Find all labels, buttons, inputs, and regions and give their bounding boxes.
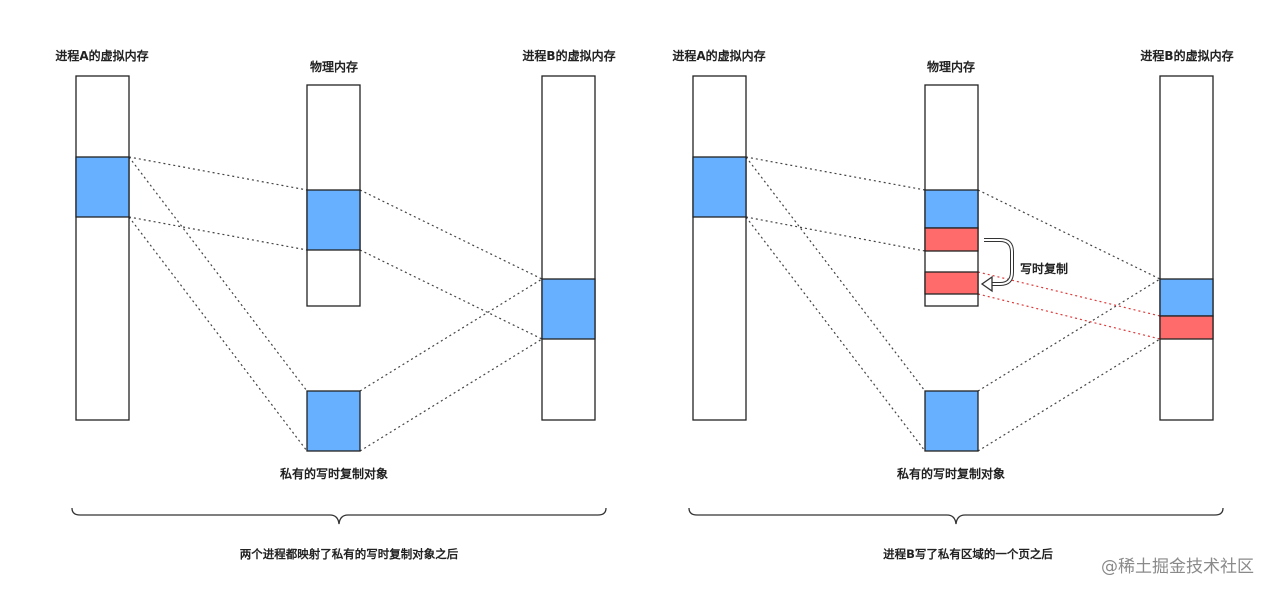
- right-process-a-shared-page: [692, 156, 747, 218]
- right-process-a-memory: [692, 75, 747, 421]
- right-panel: [688, 75, 1224, 525]
- left-process-b-shared-page: [541, 278, 596, 340]
- left-caption: 两个进程都映射了私有的写时复制对象之后: [239, 547, 459, 561]
- right-label-copy-on-write: 写时复制: [1019, 262, 1069, 276]
- right-caption: 进程B写了私有区域的一个页之后: [883, 547, 1053, 561]
- right-physical-copied-page: [924, 271, 979, 295]
- left-cow-object: [306, 390, 361, 452]
- left-label-physical-memory: 物理内存: [309, 60, 359, 74]
- left-brace: [71, 507, 607, 525]
- right-label-process-b: 进程B的虚拟内存: [1140, 49, 1234, 63]
- right-physical-original-page: [924, 227, 979, 252]
- cow-arrow-inner: [984, 239, 1013, 285]
- right-process-b-memory: [1159, 75, 1214, 421]
- left-process-a-shared-page: [75, 156, 130, 218]
- left-process-b-memory: [541, 75, 596, 421]
- left-panel: [71, 75, 607, 525]
- left-label-cow-object: 私有的写时复制对象: [279, 467, 389, 481]
- left-physical-shared-page: [306, 189, 361, 251]
- cow-arrow-head-icon: [980, 275, 993, 293]
- left-label-process-a: 进程A的虚拟内存: [55, 49, 149, 63]
- right-physical-shared-page: [924, 189, 979, 229]
- right-mapping-lines: [745, 156, 1161, 452]
- right-label-physical-memory: 物理内存: [926, 60, 976, 74]
- right-cow-object: [924, 390, 979, 452]
- left-process-a-memory: [75, 75, 130, 421]
- right-label-process-a: 进程A的虚拟内存: [672, 49, 766, 63]
- right-process-b-shared-page: [1159, 278, 1214, 317]
- left-label-process-b: 进程B的虚拟内存: [522, 49, 616, 63]
- right-brace: [688, 507, 1224, 525]
- right-process-b-written-page: [1159, 315, 1214, 340]
- left-mapping-lines: [128, 156, 543, 452]
- watermark: @稀土掘金技术社区: [1101, 557, 1254, 577]
- right-label-cow-object: 私有的写时复制对象: [896, 467, 1006, 481]
